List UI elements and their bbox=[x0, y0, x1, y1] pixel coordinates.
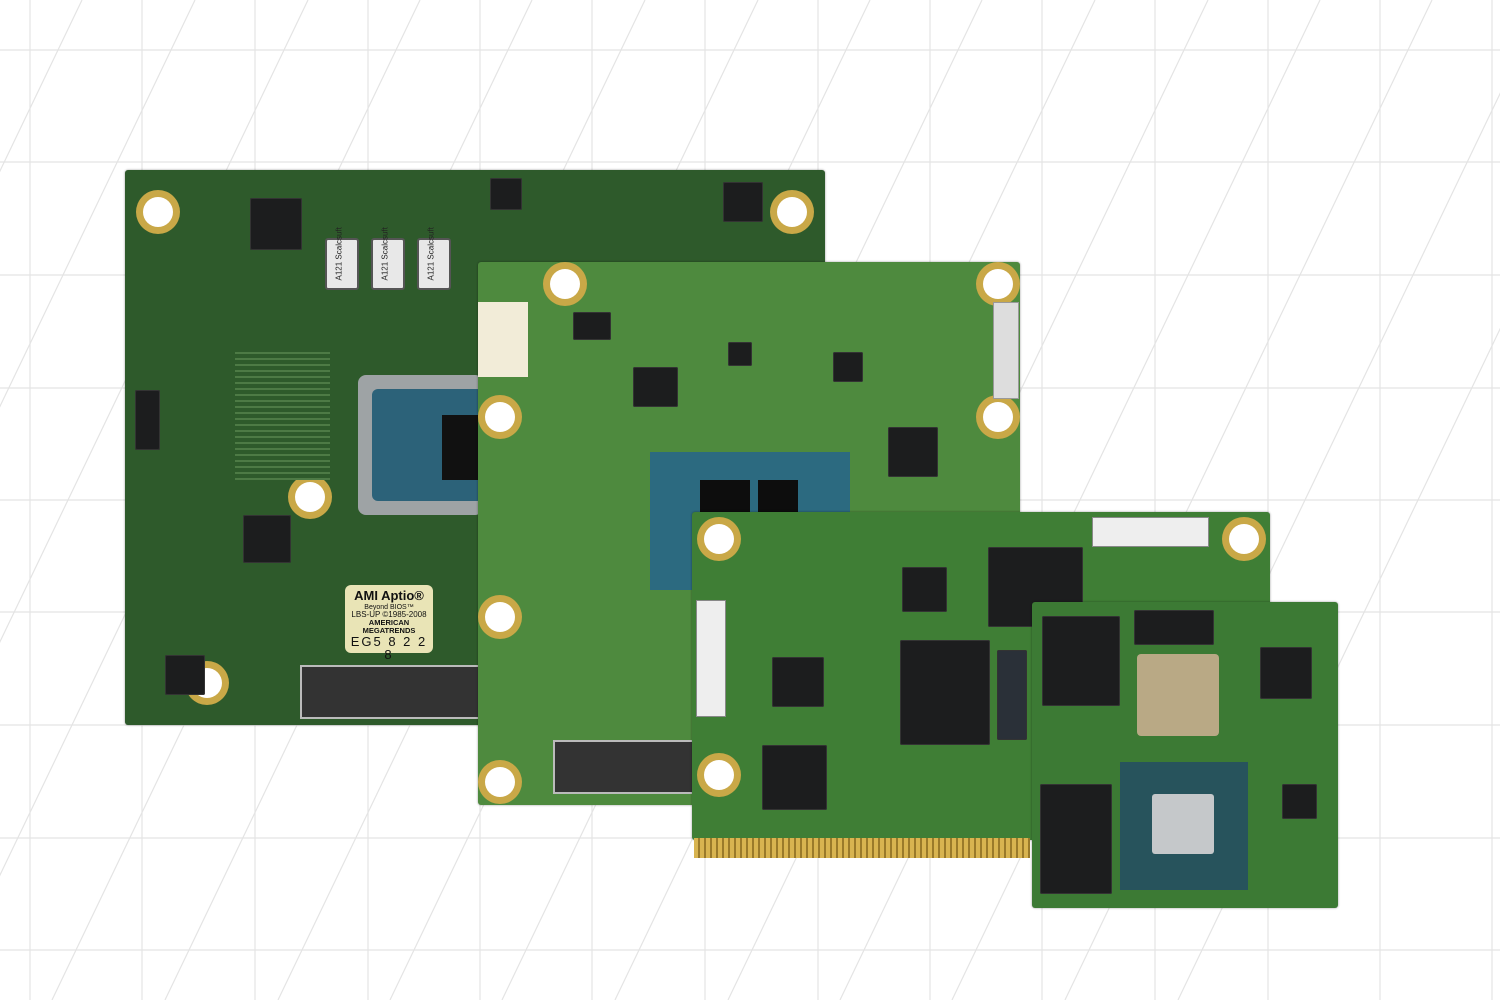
mounting-hole bbox=[983, 402, 1013, 432]
board-connector bbox=[553, 740, 697, 794]
mounting-hole bbox=[704, 760, 734, 790]
chip bbox=[1260, 647, 1312, 699]
inductor: A121 Scalcsuft bbox=[371, 227, 405, 290]
chip bbox=[490, 178, 522, 210]
osm-module bbox=[1032, 602, 1338, 908]
chip bbox=[888, 427, 938, 477]
chip bbox=[728, 342, 752, 366]
bga-area bbox=[235, 350, 330, 480]
mounting-hole bbox=[550, 269, 580, 299]
mounting-hole bbox=[485, 402, 515, 432]
edge-connector-fingers bbox=[694, 838, 1030, 858]
chip bbox=[250, 198, 302, 250]
chip bbox=[1282, 784, 1317, 819]
chip bbox=[723, 182, 763, 222]
nxp-processor bbox=[1120, 762, 1248, 890]
chip bbox=[772, 657, 824, 707]
chip bbox=[135, 390, 160, 450]
chip bbox=[573, 312, 611, 340]
chip bbox=[762, 745, 827, 810]
inductor: A121 Scalcsuft bbox=[417, 227, 451, 290]
bios-label: AMI Aptio® Beyond BIOS™ LBS-UP ©1985-200… bbox=[345, 585, 433, 661]
chip bbox=[900, 640, 990, 745]
chip bbox=[1040, 784, 1112, 894]
board-connector bbox=[300, 665, 484, 719]
cpu-package bbox=[358, 375, 483, 515]
mounting-hole bbox=[1229, 524, 1259, 554]
fpc-connector bbox=[1092, 517, 1209, 547]
chip bbox=[833, 352, 863, 382]
white-connector bbox=[478, 302, 528, 377]
mounting-hole bbox=[983, 269, 1013, 299]
chip bbox=[633, 367, 678, 407]
mounting-hole bbox=[704, 524, 734, 554]
inductor: A121 Scalcsuft bbox=[325, 227, 359, 290]
mounting-hole bbox=[143, 197, 173, 227]
chip bbox=[243, 515, 291, 563]
wireless-shield bbox=[1137, 654, 1219, 736]
chip bbox=[1134, 610, 1214, 645]
fpc-connector bbox=[696, 600, 726, 717]
side-connector bbox=[993, 302, 1019, 399]
chip bbox=[1042, 616, 1120, 706]
mounting-hole bbox=[485, 602, 515, 632]
mounting-hole bbox=[485, 767, 515, 797]
chip bbox=[165, 655, 205, 695]
mounting-hole bbox=[777, 197, 807, 227]
chip bbox=[902, 567, 947, 612]
mounting-hole bbox=[295, 482, 325, 512]
chip bbox=[997, 650, 1027, 740]
